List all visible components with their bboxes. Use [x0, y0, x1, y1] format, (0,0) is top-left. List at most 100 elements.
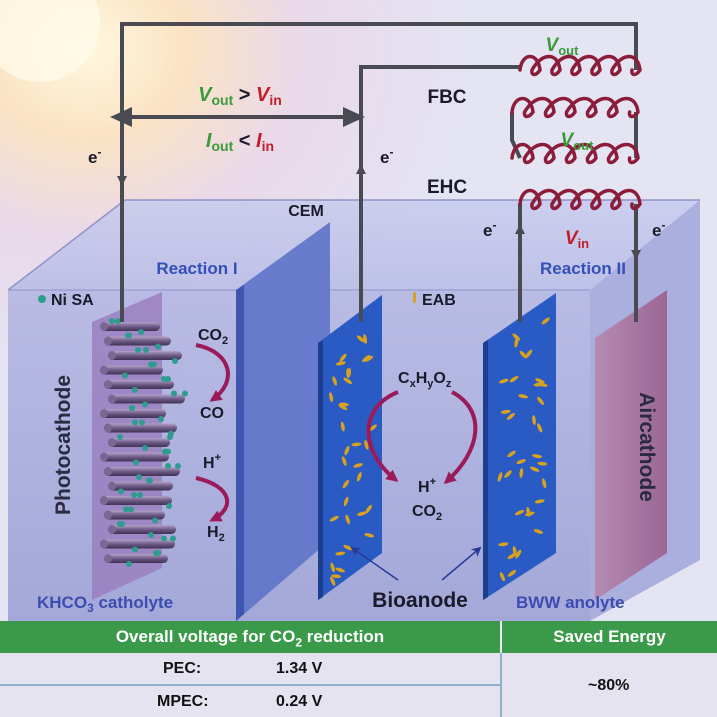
bacterium	[353, 463, 363, 468]
bacterium	[498, 542, 509, 547]
nanowire-rod-end	[104, 336, 112, 346]
bacterium	[356, 511, 367, 516]
sun-icon	[0, 0, 100, 82]
label-iout-lt-iin: Iout < Iin	[206, 130, 274, 154]
label-h-plus: H+	[203, 452, 221, 472]
bacterium	[365, 504, 372, 514]
bacterium	[515, 549, 522, 559]
ni-sa-dot	[155, 550, 161, 556]
label-vout-middle: Vout	[561, 130, 595, 153]
wire-bioanode-to-fbc	[359, 65, 520, 322]
nanowire-rod	[100, 409, 166, 418]
ni-sa-dot	[167, 434, 173, 440]
arrow-substrate-left	[366, 390, 399, 482]
nanowire-rod	[108, 438, 170, 447]
bacterium	[329, 515, 339, 522]
bacterium	[356, 472, 362, 482]
bacterium	[332, 376, 338, 386]
bacterium	[330, 562, 335, 573]
label-fbc: FBC	[427, 87, 466, 108]
nanowire-rod-end	[100, 452, 108, 462]
bacterium	[518, 394, 529, 399]
bacterium	[362, 355, 371, 362]
bacterium	[351, 442, 362, 447]
ni-sa-dot	[139, 419, 145, 426]
ni-sa-dot	[165, 463, 171, 469]
ni-sa-dot	[109, 318, 115, 324]
bacterium	[507, 450, 516, 458]
ni-sa-dot	[171, 390, 177, 397]
bacterium	[363, 334, 368, 344]
label-co2: CO2	[198, 327, 228, 347]
bacterium	[537, 461, 548, 466]
label-reaction-2: Reaction II	[540, 259, 626, 278]
bacterium	[499, 378, 509, 384]
bacterium	[339, 353, 347, 362]
aircathode-plate	[595, 290, 667, 600]
bacterium	[533, 529, 544, 534]
bacterium	[335, 551, 346, 556]
bacterium	[519, 468, 524, 478]
ni-sa-dot	[137, 492, 143, 498]
label-electron-center: e-	[380, 145, 393, 167]
table-row-pec: PEC: 1.34 V	[0, 653, 500, 684]
bacterium	[364, 440, 369, 450]
label-vout-gt-vin: Vout > Vin	[198, 84, 282, 108]
nanowire-rod	[104, 467, 180, 476]
bacterium	[343, 544, 353, 551]
nanowire-rod	[108, 351, 182, 360]
bacterium	[512, 546, 517, 556]
label-vin-right: Vin	[565, 228, 589, 251]
ni-sa-dot	[125, 332, 131, 339]
ni-sa-dot	[122, 372, 128, 379]
ni-sa-dot	[123, 506, 129, 513]
bacterium	[329, 392, 334, 403]
nanowire-rod	[100, 452, 169, 462]
nanowire-rod	[104, 380, 174, 389]
ni-sa-dot	[170, 535, 176, 542]
bioanode-plate-left	[318, 295, 382, 600]
header-voltage-text: Overall voltage for CO	[115, 627, 296, 646]
bacterium	[341, 456, 347, 466]
ni-sa-dot	[172, 358, 178, 364]
nanowire-rod	[104, 510, 165, 520]
ni-sa-dot	[148, 532, 154, 538]
ni-sa-dot	[132, 387, 138, 393]
nanowire-rod	[100, 365, 163, 375]
label-aircathode: Aircathode	[635, 392, 658, 502]
eab-bacteria	[329, 317, 550, 586]
ni-sa-dot	[133, 459, 139, 466]
row-mpec-label: MPEC:	[157, 693, 209, 710]
nanowire-rod	[100, 539, 175, 549]
bacterium	[514, 509, 525, 516]
bacterium	[516, 459, 526, 465]
ni-sa-dot	[152, 517, 158, 524]
cem-membrane-edge	[236, 285, 244, 621]
ni-sa-dot	[136, 474, 142, 480]
row-mpec-value: 0.24 V	[276, 693, 323, 710]
bacterium	[509, 375, 519, 383]
tank-edge-left	[7, 199, 126, 291]
ni-sa-dot	[166, 503, 172, 509]
arrow-h-to-h2	[195, 476, 230, 522]
ni-sa-dot	[117, 521, 123, 527]
coil-fbc-output	[518, 54, 642, 77]
arrowhead-left	[110, 107, 132, 127]
ni-sa-dot	[143, 347, 149, 353]
label-eab: EAB	[422, 292, 456, 309]
nanowire-rod	[100, 496, 172, 505]
ni-sa-dot	[129, 405, 135, 411]
ni-sa-dot	[118, 488, 124, 495]
ni-sa-dot	[132, 419, 138, 426]
label-bioanode: Bioanode	[372, 589, 468, 612]
bacterium	[507, 569, 517, 577]
nanowire-rod-end	[100, 365, 108, 375]
bacterium	[344, 445, 350, 456]
arrow-co2-to-co	[195, 343, 230, 402]
bacterium	[342, 479, 349, 489]
ni-sa-dot	[161, 535, 167, 542]
bacterium	[343, 377, 352, 384]
nanowire-rod	[108, 481, 173, 491]
bioanode-pointer-right	[441, 546, 482, 581]
arrow-substrate-right	[443, 390, 478, 484]
